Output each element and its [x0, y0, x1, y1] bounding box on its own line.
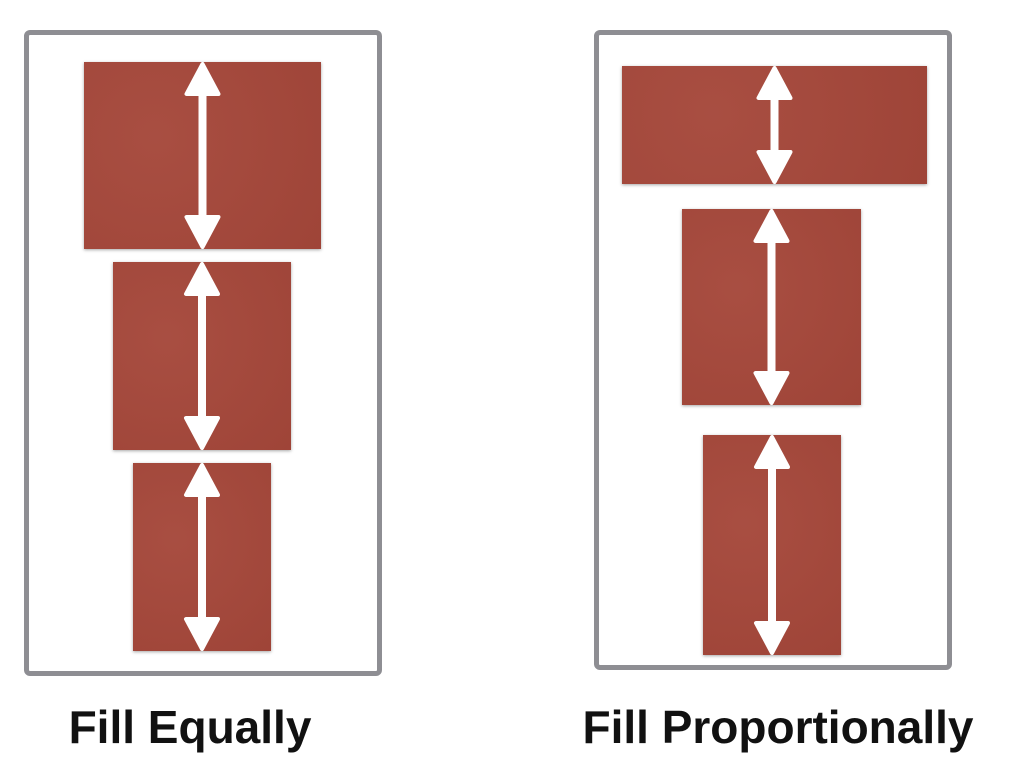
fill-equally-block-top: [84, 62, 321, 249]
fill-proportionally-caption: Fill Proportionally: [582, 701, 974, 753]
arrow-head-up: [754, 435, 790, 469]
arrow-head-down: [756, 150, 793, 184]
fill-proportionally-block-bottom: [703, 435, 841, 655]
double-headed-vertical-arrow-icon: [184, 262, 220, 450]
fill-proportionally-block-top: [622, 66, 927, 184]
fill-equally-block-bottom: [133, 463, 271, 651]
arrow-head-up: [184, 262, 220, 296]
arrow-head-down: [184, 617, 220, 651]
fill-proportionally-block-middle: [682, 209, 861, 405]
arrow-head-down: [753, 371, 790, 405]
double-headed-vertical-arrow-icon: [754, 435, 790, 655]
double-headed-vertical-arrow-icon: [184, 62, 221, 249]
double-headed-vertical-arrow-icon: [753, 209, 790, 405]
arrow-head-up: [756, 66, 793, 100]
arrow-head-up: [184, 62, 221, 96]
double-headed-vertical-arrow-icon: [756, 66, 793, 184]
fill-equally-block-middle: [113, 262, 291, 450]
arrow-head-up: [753, 209, 790, 243]
double-headed-vertical-arrow-icon: [184, 463, 220, 651]
arrow-head-down: [184, 215, 221, 249]
arrow-head-down: [184, 416, 220, 450]
arrow-head-up: [184, 463, 220, 497]
arrow-head-down: [754, 621, 790, 655]
fill-equally-caption: Fill Equally: [68, 701, 312, 753]
